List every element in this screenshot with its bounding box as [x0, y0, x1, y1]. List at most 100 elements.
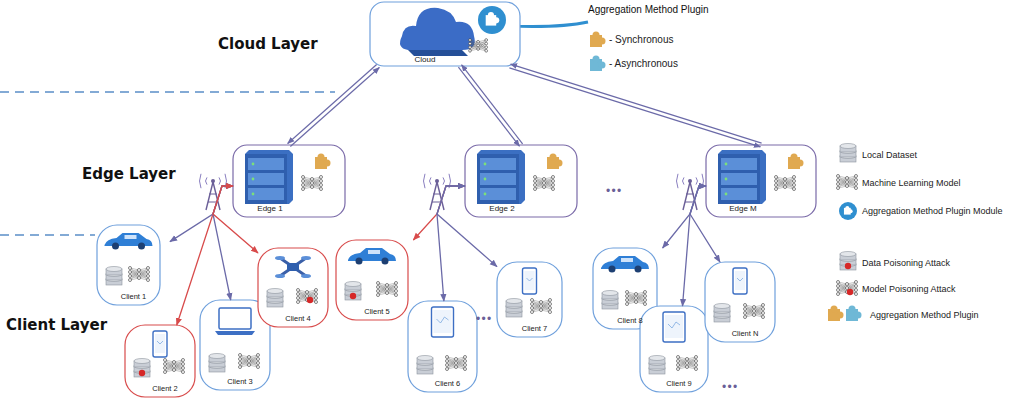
legend-text: Model Poisoning Attack: [862, 284, 956, 294]
link-connector: [170, 186, 233, 242]
puzzle-icon: [590, 32, 606, 48]
model-icon-part: [377, 286, 380, 289]
ellipsis: • • •: [722, 380, 736, 394]
model-icon-part: [469, 46, 472, 49]
model-icon-part: [855, 179, 858, 182]
dataset-icon-part: [134, 359, 150, 364]
dataset-icon: [840, 252, 856, 271]
server-icon-part: [248, 188, 284, 200]
model-icon-part: [540, 305, 543, 308]
model-icon-part: [297, 297, 300, 300]
dataset-icon-part: [649, 356, 665, 361]
model-icon-part: [644, 303, 647, 306]
server-icon-part: [484, 178, 487, 181]
plugin-module-icon: [478, 6, 506, 34]
plugin-heading: Aggregation Method Plugin: [588, 4, 709, 15]
drone-icon-part: [301, 256, 311, 260]
car-icon-part: [609, 266, 616, 273]
model-icon-part: [239, 362, 242, 365]
server-icon: [245, 150, 293, 204]
model-icon-part: [147, 267, 150, 270]
model-icon: [164, 359, 185, 374]
client-node: Client N: [705, 262, 785, 342]
model-icon-part: [311, 182, 314, 185]
model-icon-part: [784, 186, 787, 189]
model-icon-part: [855, 187, 858, 190]
model-icon-part: [534, 176, 537, 179]
dataset-icon-part: [106, 267, 122, 272]
tower-icon-part: [683, 177, 685, 184]
dataset-icon-part: [840, 252, 856, 257]
model-icon-part: [846, 283, 849, 286]
client-node: Client 8: [593, 248, 667, 329]
puzzle-icon: [590, 56, 606, 72]
model-icon-part: [531, 307, 534, 310]
phone-icon: [153, 331, 167, 357]
model-icon-part: [182, 371, 185, 374]
server-icon-part: [480, 188, 516, 200]
model-icon-part: [686, 362, 689, 365]
model-icon-part: [549, 299, 552, 302]
server-icon-part: [718, 150, 766, 204]
client-node: Client 4: [258, 248, 338, 327]
model-icon-part: [239, 354, 242, 357]
tower-icon-part: [433, 194, 441, 195]
model-icon-part: [644, 299, 647, 302]
model-icon-part: [147, 275, 150, 278]
model-icon-part: [302, 176, 305, 179]
model-icon: [377, 282, 398, 297]
link-connector: [683, 186, 706, 306]
model-icon-part: [635, 293, 638, 296]
model-icon-part: [164, 371, 167, 374]
puzzle-icon-part: [488, 12, 494, 18]
tower-icon-part: [683, 182, 690, 210]
puzzle-icon-part: [837, 312, 844, 319]
model-icon-part: [485, 39, 488, 42]
model-icon-part: [793, 176, 796, 179]
car-icon-part: [348, 248, 396, 261]
server-icon: [477, 150, 525, 204]
legend-text: Aggregation Method Plugin: [870, 310, 979, 320]
model-icon-part: [552, 188, 555, 191]
link-connector: [663, 186, 706, 248]
model-icon-part: [138, 277, 141, 280]
node-label: Edge 2: [469, 204, 535, 213]
node-label: Edge M: [710, 204, 776, 213]
model-icon-part: [297, 293, 300, 296]
tower-icon: [424, 174, 451, 210]
tower-icon-part: [209, 194, 217, 195]
client-node: Client 7: [497, 262, 572, 337]
link-line: [683, 186, 706, 306]
link-connector: [509, 64, 761, 147]
tablet-icon-part: [437, 317, 449, 323]
model-icon-part: [846, 185, 849, 188]
model-icon-part: [695, 360, 698, 363]
model-icon-part: [837, 281, 840, 284]
puzzle-icon-part: [324, 160, 331, 167]
link-line: [213, 186, 258, 253]
model-icon-part: [837, 293, 840, 296]
puzzle-icon-part: [556, 160, 563, 167]
model-icon-part: [540, 309, 543, 312]
car-icon: [105, 233, 153, 250]
laptop-icon-part: [215, 331, 255, 335]
model-icon-part: [138, 269, 141, 272]
model-icon-part: [855, 281, 858, 284]
model-icon-part: [855, 183, 858, 186]
model-icon-part: [320, 188, 323, 191]
node-outline: [370, 2, 520, 66]
phone-icon-part: [523, 268, 537, 294]
model-icon-part: [837, 289, 840, 292]
client-node: Client 1: [97, 225, 170, 305]
link-line: [437, 186, 465, 301]
client-node: Client 3: [200, 300, 280, 390]
server-icon-part: [480, 158, 516, 170]
puzzle-icon: [828, 306, 844, 322]
model-icon: [297, 289, 318, 304]
node-label: Client N: [705, 329, 785, 338]
model-icon-part: [762, 308, 765, 311]
server-icon-part: [484, 163, 487, 166]
link-connector: [213, 186, 258, 253]
puzzle-icon-part: [849, 306, 856, 313]
